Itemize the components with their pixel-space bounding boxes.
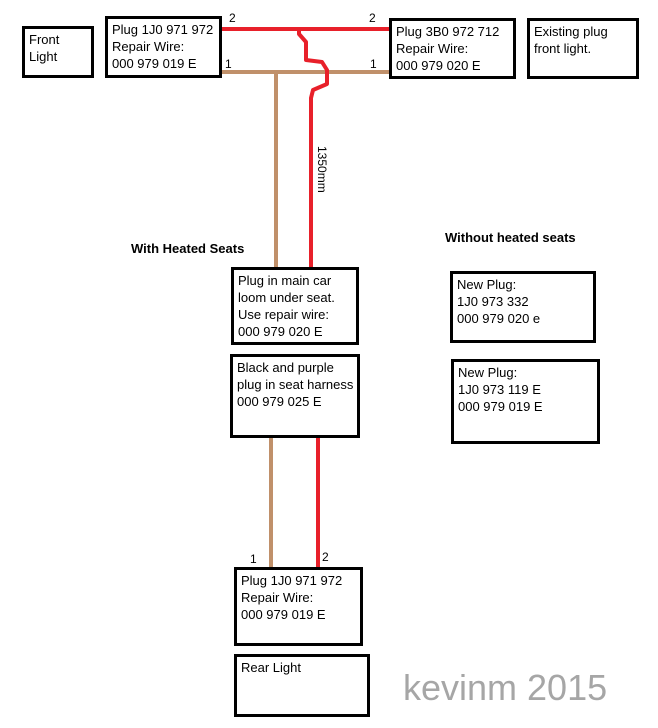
rear-light-box: Rear Light [234, 654, 370, 717]
box-line: front light. [534, 41, 592, 56]
seat-harness-box: Black and purple plug in seat harness 00… [230, 354, 360, 438]
wire-length-label: 1350mm [315, 146, 329, 193]
new-plug-2-box: New Plug: 1J0 973 119 E 000 979 019 E [451, 359, 600, 444]
plug-front-right-box: Plug 3B0 972 712 Repair Wire: 000 979 02… [389, 18, 516, 79]
box-line: Plug in main car [238, 273, 332, 288]
red-wire-to-loom [297, 29, 329, 270]
box-line: 000 979 019 E [112, 56, 197, 71]
plug-front-left-box: Plug 1J0 971 972 Repair Wire: 000 979 01… [105, 16, 222, 78]
pin-label: 2 [369, 11, 376, 25]
main-loom-box: Plug in main car loom under seat. Use re… [231, 267, 359, 345]
box-line: Existing plug [534, 24, 608, 39]
box-line: Plug 3B0 972 712 [396, 24, 500, 39]
box-line: 000 979 019 E [458, 399, 543, 414]
with-heated-seats-heading: With Heated Seats [131, 241, 245, 256]
box-line: New Plug: [458, 365, 518, 380]
pin-label: 1 [370, 57, 377, 71]
box-line: 1J0 973 332 [457, 294, 529, 309]
box-line: Rear Light [241, 660, 301, 675]
box-line: Light [29, 49, 58, 64]
box-line: Repair Wire: [241, 590, 314, 605]
box-line: 000 979 020 E [396, 58, 481, 73]
existing-plug-box: Existing plug front light. [527, 18, 639, 79]
author-watermark: kevinm 2015 [403, 667, 608, 708]
box-line: plug in seat harness [237, 377, 354, 392]
box-line: Black and purple [237, 360, 334, 375]
without-heated-seats-heading: Without heated seats [445, 230, 576, 245]
box-line: 000 979 020 E [238, 324, 323, 339]
box-line: Front [29, 32, 60, 47]
front-light-box: Front Light [22, 26, 94, 78]
box-line: 000 979 025 E [237, 394, 322, 409]
box-line: New Plug: [457, 277, 517, 292]
box-line: Use repair wire: [238, 307, 330, 322]
box-line: 000 979 020 e [457, 311, 541, 326]
new-plug-1-box: New Plug: 1J0 973 332 000 979 020 e [450, 271, 596, 343]
pin-label: 2 [229, 11, 236, 25]
plug-rear-box: Plug 1J0 971 972 Repair Wire: 000 979 01… [234, 567, 363, 646]
box-line: loom under seat. [238, 290, 335, 305]
pin-label: 1 [225, 57, 232, 71]
box-line: Repair Wire: [396, 41, 469, 56]
pin-label: 1 [250, 552, 257, 566]
box-line: 1J0 973 119 E [458, 382, 541, 397]
box-line: Repair Wire: [112, 39, 185, 54]
box-line: Plug 1J0 971 972 [112, 22, 214, 37]
pin-label: 2 [322, 550, 329, 564]
box-line: Plug 1J0 971 972 [241, 573, 343, 588]
box-line: 000 979 019 E [241, 607, 326, 622]
